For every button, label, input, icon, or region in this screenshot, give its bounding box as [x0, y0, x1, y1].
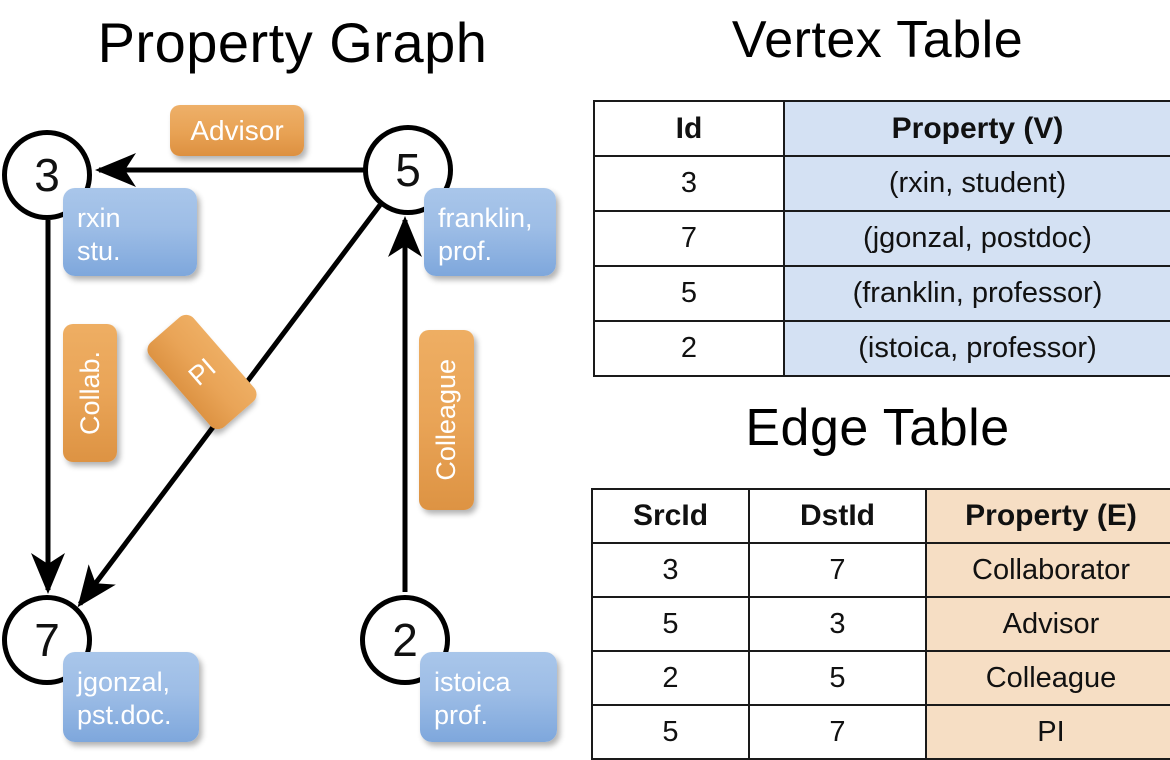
node-property-line: jgonzal, [77, 667, 171, 697]
table-row[interactable]: 2 5 Colleague [591, 650, 1170, 706]
edge-cell-dstid: 3 [748, 596, 927, 652]
node-property-box-5: franklin, prof. [424, 188, 556, 276]
edge-label-text: Collab. [74, 350, 105, 436]
table-row[interactable]: 2 (istoica, professor) [593, 320, 1170, 377]
edge-label-advisor: Advisor [170, 105, 304, 156]
node-property-line: prof. [438, 236, 493, 266]
vertex-cell-id: 3 [593, 155, 785, 212]
table-row[interactable]: 5 7 PI [591, 704, 1170, 760]
edge-cell-property: Collaborator [925, 542, 1170, 598]
vertex-cell-id: 7 [593, 210, 785, 267]
node-property-box-7: jgonzal, pst.doc. [63, 652, 199, 742]
edge-cell-dstid: 5 [748, 650, 927, 706]
vertex-table-header-row: Id Property (V) [593, 100, 1170, 157]
edge-table: SrcId DstId Property (E) 3 7 Collaborato… [591, 488, 1170, 760]
vertex-col-header-id: Id [593, 100, 785, 157]
edge-cell-dstid: 7 [748, 704, 927, 760]
edge-cell-property: Colleague [925, 650, 1170, 706]
node-property-line: rxin [77, 203, 121, 233]
property-graph-panel: Property Graph 3 5 7 2 rxin stu. frankli… [2, 11, 557, 742]
edge-cell-srcid: 3 [591, 542, 750, 598]
vertex-cell-property: (jgonzal, postdoc) [783, 210, 1170, 267]
vertex-cell-property: (rxin, student) [783, 155, 1170, 212]
page-title-edge-table: Edge Table [745, 399, 1010, 457]
table-row[interactable]: 7 (jgonzal, postdoc) [593, 210, 1170, 267]
table-row[interactable]: 5 (franklin, professor) [593, 265, 1170, 322]
table-row[interactable]: 3 (rxin, student) [593, 155, 1170, 212]
edge-label-text: Colleague [431, 359, 461, 481]
graph-node-5[interactable]: 5 [363, 125, 453, 215]
edge-col-header-property: Property (E) [925, 488, 1170, 544]
edge-label-text: Advisor [190, 114, 284, 146]
vertex-cell-property: (istoica, professor) [783, 320, 1170, 377]
edge-cell-srcid: 5 [591, 704, 750, 760]
node-property-line: stu. [77, 236, 121, 266]
table-row[interactable]: 3 7 Collaborator [591, 542, 1170, 598]
page-title-property-graph: Property Graph [97, 11, 488, 74]
edge-label-colleague: Colleague [419, 330, 474, 510]
edge-table-header-row: SrcId DstId Property (E) [591, 488, 1170, 544]
vertex-table: Id Property (V) 3 (rxin, student) 7 (jgo… [593, 100, 1170, 377]
edge-cell-property: PI [925, 704, 1170, 760]
vertex-cell-id: 5 [593, 265, 785, 322]
vertex-col-header-property: Property (V) [783, 100, 1170, 157]
edge-col-header-srcid: SrcId [591, 488, 750, 544]
node-property-line: prof. [434, 700, 489, 730]
edge-cell-dstid: 7 [748, 542, 927, 598]
graph-node-2[interactable]: 2 [360, 595, 450, 685]
edge-cell-property: Advisor [925, 596, 1170, 652]
edge-col-header-dstid: DstId [748, 488, 927, 544]
edge-label-collab: Collab. [63, 324, 117, 462]
edge-cell-srcid: 5 [591, 596, 750, 652]
edge-label-text: PI [182, 351, 222, 392]
vertex-cell-id: 2 [593, 320, 785, 377]
node-property-box-2: istoica prof. [420, 652, 557, 742]
vertex-cell-property: (franklin, professor) [783, 265, 1170, 322]
page-title-vertex-table: Vertex Table [731, 11, 1024, 69]
node-property-line: pst.doc. [77, 700, 172, 730]
node-property-box-3: rxin stu. [63, 188, 197, 276]
node-property-line: franklin, [438, 203, 533, 233]
table-row[interactable]: 5 3 Advisor [591, 596, 1170, 652]
edge-cell-srcid: 2 [591, 650, 750, 706]
node-property-line: istoica [434, 667, 511, 697]
